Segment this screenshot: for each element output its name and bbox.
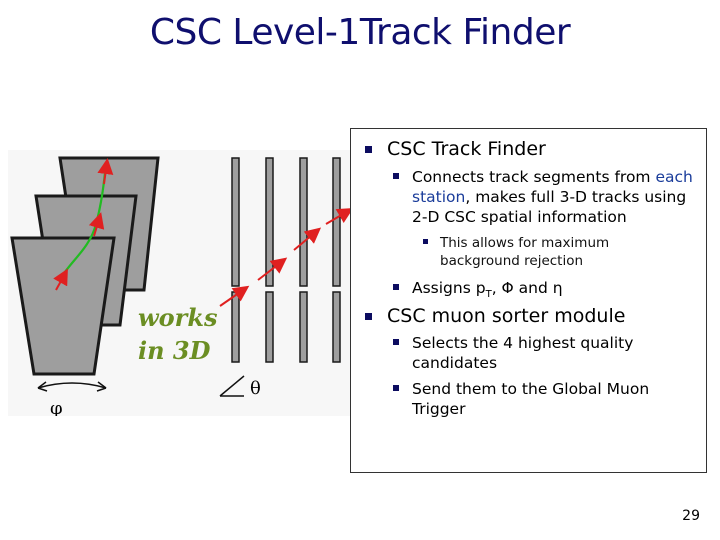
sub-bullet-text: Send them to the Global Muon Trigger — [412, 380, 650, 418]
bullet-marker — [423, 239, 428, 244]
bullet-marker — [393, 339, 399, 345]
segment-arrow-front — [53, 268, 68, 291]
side-view-strips — [231, 157, 341, 363]
bullet-csc-track-finder: CSC Track Finder — [365, 137, 546, 161]
sub-bullet-send: Send them to the Global Muon Trigger — [393, 379, 653, 419]
sub-bullet-suffix: , makes full 3-D tracks using 2-D CSC sp… — [412, 188, 687, 226]
sub-bullet-text: Selects the 4 highest quality candidates — [412, 334, 634, 372]
content-box: CSC Track Finder Connects track segments… — [350, 128, 707, 473]
track-finder-figure: φ θ works in 3D — [8, 150, 354, 419]
bullet-marker — [393, 173, 399, 179]
bullet-marker — [365, 146, 372, 153]
highlight-each-station: each station — [412, 168, 693, 206]
bullet-text: CSC Track Finder — [387, 138, 546, 160]
strip-arrow-3 — [293, 227, 322, 251]
figure-caption-line1: works — [138, 303, 218, 332]
sub-sub-bullet-text: This allows for maximum background rejec… — [440, 235, 610, 269]
assigns-subscript: T — [485, 289, 492, 301]
strip-arrow-4 — [325, 207, 354, 225]
page-number: 29 — [682, 508, 700, 524]
phi-arc — [37, 382, 107, 389]
theta-label: θ — [250, 378, 261, 399]
bullet-csc-muon-sorter: CSC muon sorter module — [365, 304, 625, 328]
assigns-prefix: Assigns p — [412, 279, 486, 297]
sub-bullet-text: Connects track segments from each statio… — [412, 167, 693, 227]
figure-caption-line2: in 3D — [138, 336, 211, 365]
segment-arrow-back — [97, 158, 114, 185]
bullet-marker — [393, 284, 399, 290]
sub-sub-bullet-background: This allows for maximum background rejec… — [423, 234, 643, 270]
sub-bullet-connects-segments: Connects track segments from each statio… — [393, 167, 693, 227]
sub-bullet-prefix: Connects track segments from — [412, 168, 651, 186]
bullet-text: CSC muon sorter module — [387, 305, 626, 327]
assigns-suffix: , Φ and η — [491, 279, 563, 297]
bullet-marker — [393, 385, 399, 391]
sub-bullet-selects: Selects the 4 highest quality candidates — [393, 333, 653, 373]
strip-arrow-1 — [219, 285, 250, 307]
segment-arrow-middle — [88, 212, 105, 237]
sub-bullet-text: Assigns pT, Φ and η — [412, 278, 563, 305]
bullet-marker — [365, 313, 372, 320]
slide-title: CSC Level-1Track Finder — [149, 12, 571, 53]
phi-label: φ — [50, 398, 63, 416]
chamber-front — [10, 236, 116, 376]
figure-svg: φ θ works in 3D — [10, 156, 354, 419]
sub-bullet-assigns: Assigns pT, Φ and η — [393, 278, 563, 305]
theta-ray — [219, 375, 245, 397]
strip-arrow-2 — [257, 257, 288, 281]
